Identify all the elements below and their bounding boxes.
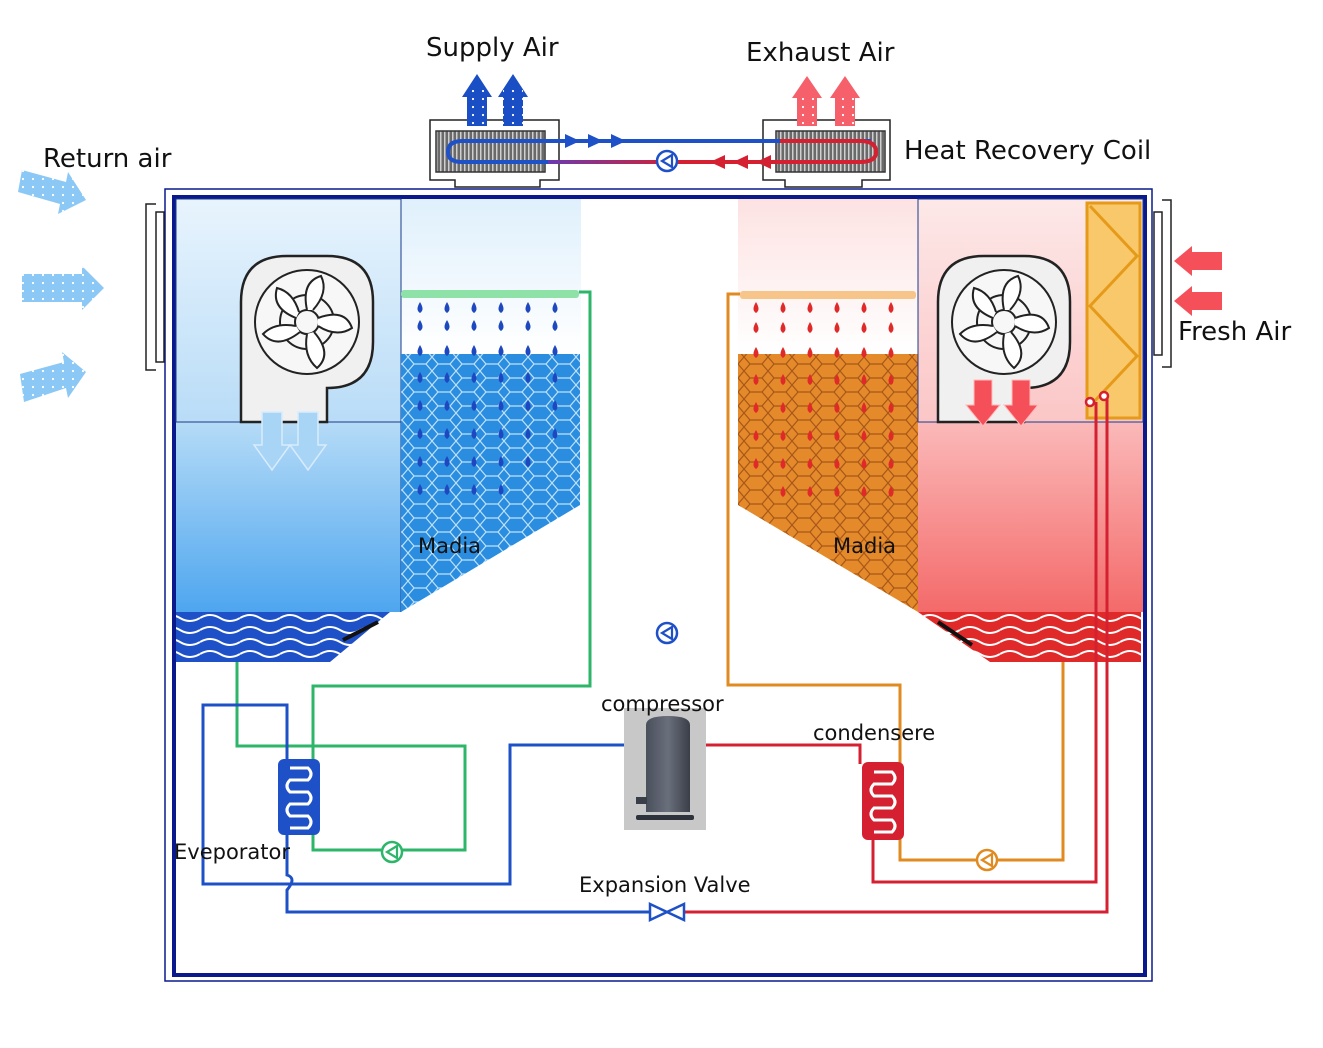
supply-air-arrows xyxy=(462,74,528,126)
air-filter xyxy=(1085,201,1142,420)
orange-loop-pump-icon xyxy=(975,848,999,872)
left-water-drops xyxy=(417,302,558,495)
compressor-icon xyxy=(624,708,706,830)
return-air-label: Return air xyxy=(43,144,172,174)
refrigerant-liquid-cold xyxy=(285,835,650,914)
cabinet-inner xyxy=(172,195,1147,977)
left-spray-header xyxy=(401,290,579,298)
heat-recovery-loop-red xyxy=(548,139,879,164)
condenser-coil-icon xyxy=(862,762,904,840)
left-spray-zone xyxy=(401,199,581,354)
condenser-label: condensere xyxy=(813,721,935,745)
evaporator-label: Eveporator xyxy=(174,840,290,864)
heat-recovery-unit-right xyxy=(762,119,891,188)
right-fan-chamber-bottom xyxy=(918,422,1143,612)
right-spray-header xyxy=(740,291,916,299)
green-loop-pump-icon xyxy=(380,840,404,864)
refrigerant-condenser-out xyxy=(871,402,1098,884)
crossover-pump-icon xyxy=(655,621,679,645)
exhaust-air-arrows xyxy=(792,76,860,126)
refrigerant-liquid-hot xyxy=(684,396,1109,914)
right-media xyxy=(738,354,918,612)
right-bracket xyxy=(1153,199,1172,368)
heat-recovery-flow-arrows-right xyxy=(565,134,626,148)
right-fan-airflow xyxy=(964,379,1040,427)
left-fan-airflow xyxy=(252,411,328,472)
right-media-label: Madia xyxy=(833,534,896,558)
left-fan-chamber-bottom xyxy=(176,422,401,612)
expansion-valve-icon xyxy=(648,902,686,922)
right-spray-zone xyxy=(738,199,918,354)
heat-recovery-coil-label: Heat Recovery Coil xyxy=(904,136,1151,166)
right-water-basin xyxy=(918,612,1141,662)
cabinet-outer xyxy=(164,188,1153,982)
fresh-air-arrows xyxy=(1174,246,1222,316)
evaporator-coil-icon xyxy=(278,759,320,835)
orange-spray-loop xyxy=(726,292,1065,862)
heat-recovery-pump-icon xyxy=(655,149,679,173)
heat-recovery-unit-left xyxy=(429,119,560,188)
left-media-label: Madia xyxy=(418,534,481,558)
heat-recovery-flow-arrows-left xyxy=(710,155,771,169)
return-air-arrows xyxy=(18,170,104,402)
right-water-drops xyxy=(753,302,894,497)
expansion-valve-label: Expansion Valve xyxy=(579,873,751,897)
exhaust-air-label: Exhaust Air xyxy=(746,38,895,68)
green-spray-loop xyxy=(235,290,592,852)
refrigerant-suction-line xyxy=(201,703,625,886)
compressor-label: compressor xyxy=(601,692,724,716)
left-media xyxy=(401,354,580,612)
supply-air-label: Supply Air xyxy=(426,33,559,63)
fresh-air-label: Fresh Air xyxy=(1178,317,1291,347)
refrigerant-discharge-line xyxy=(705,743,862,764)
left-water-basin xyxy=(176,612,390,662)
left-bracket xyxy=(145,203,165,371)
